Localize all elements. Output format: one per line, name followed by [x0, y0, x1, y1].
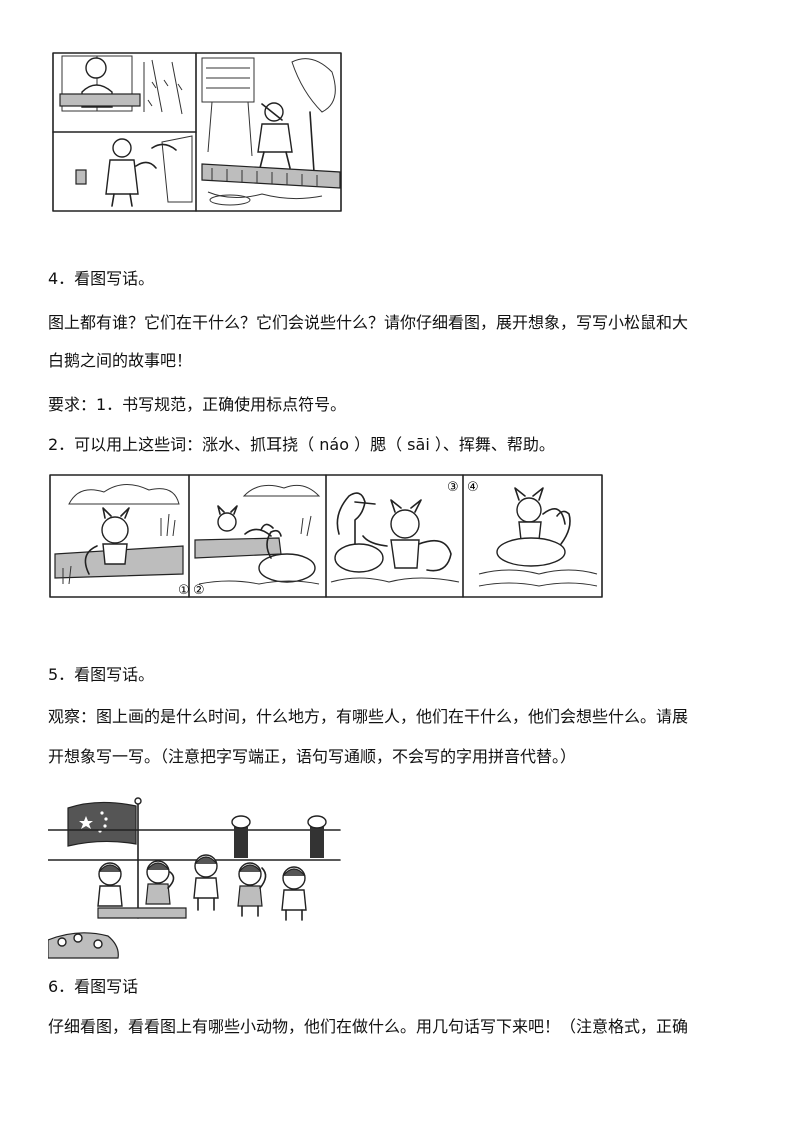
panel-number-1: ①	[178, 583, 190, 598]
q4-requirement-1: 要求：1．书写规范，正确使用标点符号。	[48, 395, 347, 414]
flag-raising-illustration	[48, 796, 344, 960]
panel-number-4: ④	[467, 480, 479, 495]
panel-number-2: ②	[193, 583, 205, 598]
comic-panel-3	[330, 492, 460, 583]
q4-heading: 4．看图写话。	[48, 269, 155, 288]
q5-prompt-line-2: 开想象写一写。（注意把字写端正，语句写通顺，不会写的字用拼音代替。）	[48, 747, 577, 766]
comic-panel-1	[54, 484, 184, 585]
q5-heading: 5．看图写话。	[48, 665, 155, 684]
comic-panel-4	[478, 487, 598, 587]
comic-panel-2	[194, 484, 321, 585]
squirrel-goose-comic: ① ② ③ ④	[49, 474, 603, 600]
rain-scene-illustration	[52, 52, 342, 212]
q6-prompt-line-1: 仔细看图，看看图上有哪些小动物，他们在做什么。用几句话写下来吧！（注意格式，正确	[48, 1017, 689, 1036]
panel-number-3: ③	[447, 480, 459, 495]
q4-prompt-line-1: 图上都有谁？它们在干什么？它们会说些什么？请你仔细看图，展开想象，写写小松鼠和大	[48, 313, 689, 332]
q6-heading: 6．看图写话	[48, 977, 139, 996]
q4-prompt-line-2: 白鹅之间的故事吧！	[48, 351, 193, 370]
q4-requirement-2: 2．可以用上这些词：涨水、抓耳挠（ náo ）腮（ sāi ）、挥舞、帮助。	[48, 435, 555, 454]
q5-prompt-line-1: 观察：图上画的是什么时间，什么地方，有哪些人，他们在干什么，他们会想些什么。请展	[48, 707, 689, 726]
